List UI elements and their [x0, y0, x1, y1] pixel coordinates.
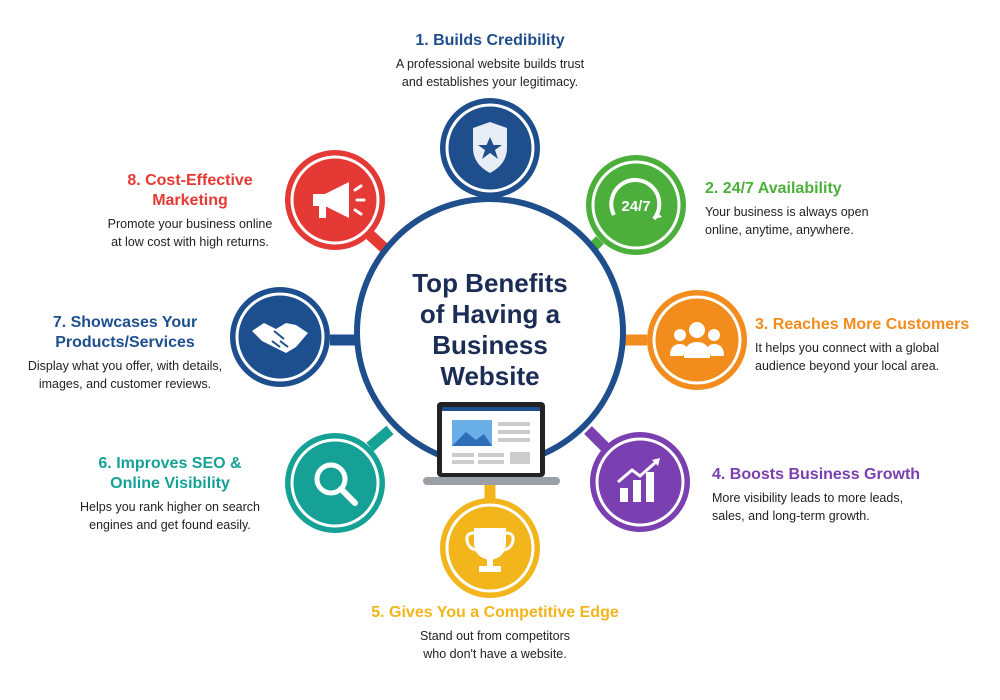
benefit-title: 6. Improves SEO &: [98, 455, 242, 472]
benefit-desc: Stand out from competitors: [419, 629, 571, 643]
benefit-title: 4. Boosts Business Growth: [712, 466, 921, 483]
connector-4: [584, 426, 609, 451]
benefit-desc: at low cost with high returns.: [111, 235, 269, 249]
benefit-2: 2. 24/7 Availability Your business is al…: [705, 179, 985, 239]
trophy-icon: [465, 528, 515, 572]
handshake-circle: [230, 287, 330, 387]
benefit-desc: Your business is always open: [705, 205, 869, 219]
benefit-desc: More visibility leads to more leads,: [712, 491, 904, 505]
benefit-desc: online, anytime, anywhere.: [705, 223, 854, 237]
page-title: Top Benefits of Having a Business Websit…: [380, 268, 600, 392]
benefit-title: Online Visibility: [110, 475, 230, 492]
people-group-circle: [647, 290, 747, 390]
handshake-icon: [252, 323, 308, 353]
benefit-desc: A professional website builds trust: [395, 57, 585, 71]
shield-star-circle: [440, 98, 540, 198]
connector-6: [366, 425, 394, 452]
benefit-title: 2. 24/7 Availability: [705, 180, 842, 197]
benefit-desc: Helps you rank higher on search: [80, 500, 260, 514]
benefit-title: 3. Reaches More Customers: [755, 316, 970, 333]
megaphone-circle: [285, 150, 385, 250]
connectors: [330, 195, 647, 500]
laptop-icon: [423, 402, 560, 485]
benefit-6: 6. Improves SEO & Online Visibility Helps…: [50, 454, 290, 534]
benefit-3: 3. Reaches More Customers It helps you c…: [755, 315, 995, 375]
benefit-desc: engines and get found easily.: [89, 518, 251, 532]
trophy-circle: [440, 498, 540, 598]
megaphone-icon: [313, 182, 366, 218]
magnifier-circle: [285, 433, 385, 533]
benefit-title: 7. Showcases Your: [52, 314, 198, 331]
people-group-icon: [670, 322, 724, 358]
benefit-desc: audience beyond your local area.: [755, 359, 940, 373]
title-line: Business: [432, 330, 548, 360]
clock-24-7-circle: 24/7: [586, 155, 686, 255]
benefit-desc: and establishes your legitimacy.: [401, 75, 579, 89]
growth-chart-icon: [617, 458, 660, 502]
benefit-1: 1. Builds Credibility A professional web…: [340, 31, 640, 91]
benefit-desc: who don't have a website.: [423, 647, 567, 661]
benefit-title: Marketing: [152, 192, 228, 209]
benefit-desc: Promote your business online: [107, 217, 273, 231]
title-line: Website: [440, 361, 540, 391]
shield-star-icon: [473, 122, 507, 173]
magnifier-icon: [314, 462, 358, 506]
benefit-title: 1. Builds Credibility: [415, 32, 565, 49]
benefit-title: 8. Cost-Effective: [127, 172, 253, 189]
benefit-desc: sales, and long-term growth.: [712, 509, 870, 523]
benefit-5: 5. Gives You a Competitive Edge Stand ou…: [345, 603, 645, 663]
title-line: of Having a: [419, 299, 561, 329]
benefit-desc: images, and customer reviews.: [38, 377, 212, 391]
benefit-desc: It helps you connect with a global: [755, 341, 940, 355]
benefit-4: 4. Boosts Business Growth More visibilit…: [712, 465, 992, 525]
icon-text-24-7: 24/7: [621, 198, 650, 215]
clock-24-7-icon: 24/7: [609, 178, 662, 221]
growth-chart-circle: [590, 432, 690, 532]
benefit-desc: Display what you offer, with details,: [27, 359, 223, 373]
benefit-title: Products/Services: [55, 334, 195, 351]
benefit-title: 5. Gives You a Competitive Edge: [371, 604, 619, 621]
title-line: Top Benefits: [412, 268, 568, 298]
